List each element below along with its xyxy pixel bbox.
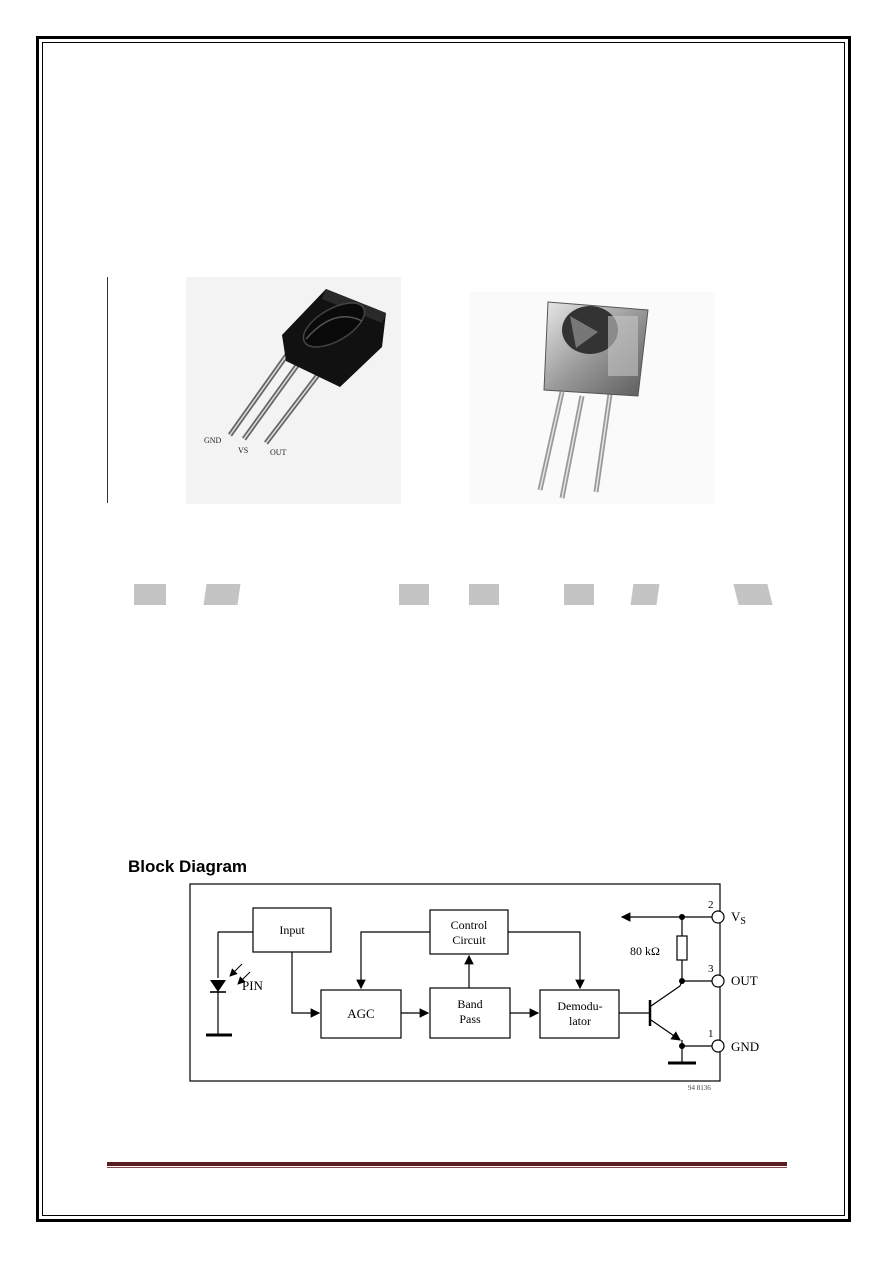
- input-block-label: Input: [279, 923, 305, 937]
- ir-receiver-photo-metal: [470, 292, 715, 504]
- page-border-outer: [36, 36, 851, 1222]
- photodiode-icon: [210, 980, 226, 992]
- footer-rule-thin: [107, 1167, 787, 1168]
- band-label-2: Pass: [459, 1012, 481, 1026]
- pin-1-terminal: [711, 1039, 725, 1053]
- pin-3-number: 3: [708, 963, 714, 975]
- control-label-2: Circuit: [452, 933, 486, 947]
- heading-bar: [733, 584, 773, 605]
- pin-3-name: OUT: [731, 973, 758, 988]
- demodulator-block: [539, 989, 620, 1039]
- input-block: [252, 907, 332, 953]
- pin-2-terminal: [711, 910, 725, 924]
- block-diagram: Input Control Circuit AGC Band Pass Demo…: [186, 880, 782, 1092]
- heading-bar: [630, 584, 660, 605]
- ir-receiver-photo-black: GND VS OUT: [186, 277, 401, 504]
- agc-label: AGC: [347, 1006, 374, 1021]
- pin-diode-label: PIN: [242, 978, 264, 993]
- heading-bar: [399, 584, 429, 605]
- heading-bar: [564, 584, 594, 605]
- footer-rule: [107, 1162, 787, 1166]
- pin-2-name: VS: [731, 909, 746, 927]
- heading-bar: [134, 584, 166, 605]
- vertical-rule: [107, 277, 108, 503]
- pin-2-number: 2: [708, 899, 714, 911]
- block-diagram-title: Block Diagram: [128, 857, 248, 876]
- pin-1-number: 1: [708, 1028, 714, 1040]
- pin-label-vs: VS: [238, 446, 248, 455]
- resistor-label: 80 kΩ: [630, 944, 660, 958]
- demod-label-1: Demodu-: [557, 999, 602, 1013]
- control-label-1: Control: [451, 918, 488, 932]
- pin-label-out: OUT: [270, 448, 287, 457]
- agc-block: [320, 989, 402, 1039]
- page-border-inner: [42, 42, 845, 1216]
- ir-receiver-metal-image: [470, 292, 715, 504]
- band-label-1: Band: [457, 997, 482, 1011]
- heading-bar: [469, 584, 499, 605]
- diagram-ref-code: 94 8136: [688, 1084, 711, 1092]
- pin-1-name: GND: [731, 1039, 759, 1054]
- ir-receiver-black-image: GND VS OUT: [204, 289, 386, 457]
- heading-bar: [203, 584, 241, 605]
- control-circuit-block: [429, 909, 509, 955]
- band-pass-block: [429, 987, 511, 1039]
- pin-label-gnd: GND: [204, 436, 222, 445]
- demod-label-2: lator: [569, 1014, 591, 1028]
- resistor-icon: [676, 935, 688, 961]
- pin-3-terminal: [711, 974, 725, 988]
